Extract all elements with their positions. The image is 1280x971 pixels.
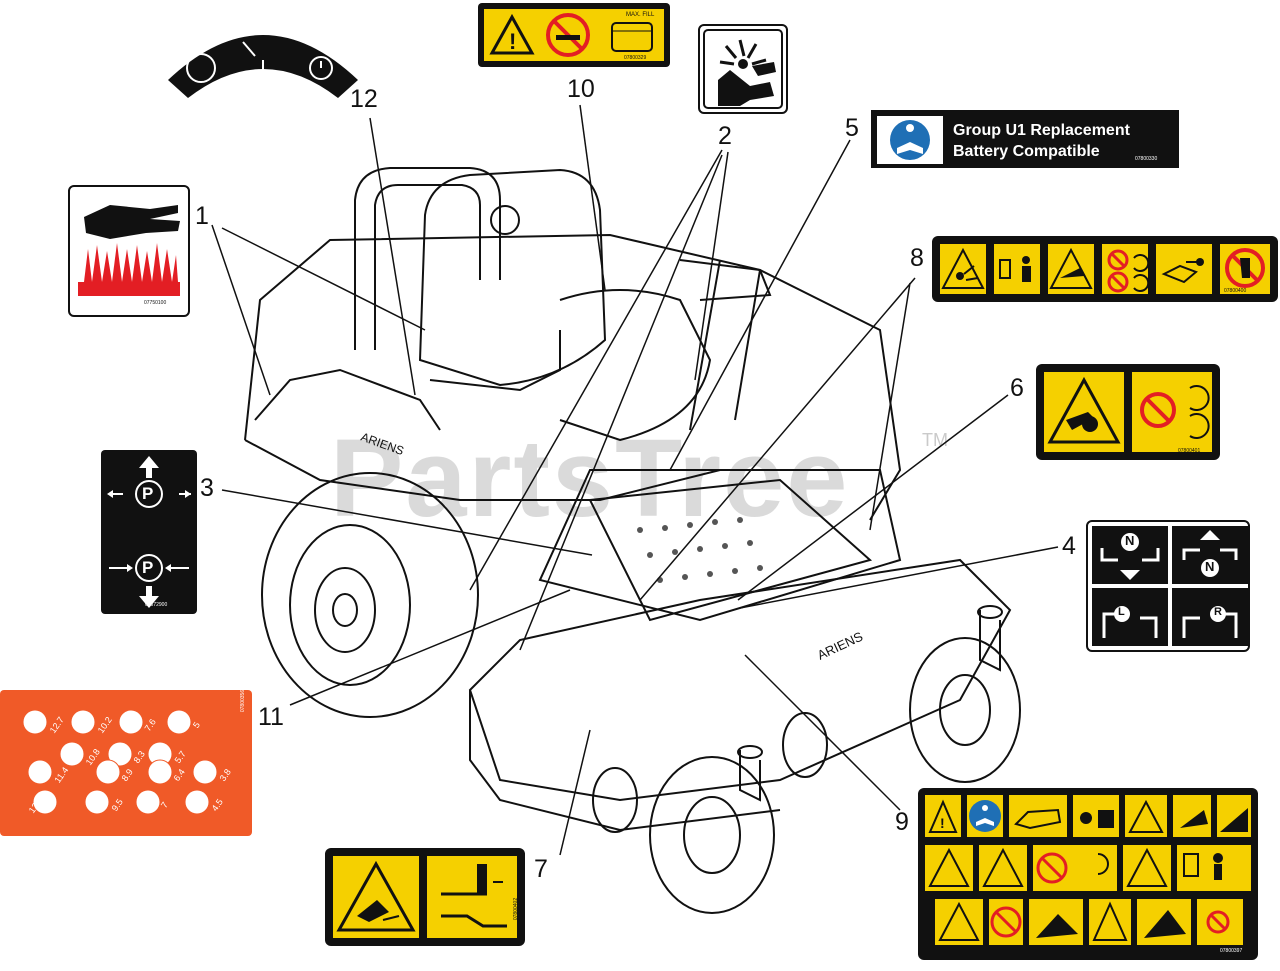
callout-2: 2 xyxy=(718,122,732,150)
parking-brake-engaged-icon xyxy=(135,480,163,508)
tachometer-icon xyxy=(186,53,216,83)
callout-7: 7 xyxy=(534,855,548,883)
hour-meter-icon xyxy=(309,56,333,80)
decal-4-motion-controls: N N L R xyxy=(1086,520,1250,652)
parking-brake-released-icon xyxy=(135,554,163,582)
brand-label-deck: ARIENS xyxy=(815,629,866,663)
callout-10: 10 xyxy=(567,75,595,103)
flames-icon xyxy=(84,243,178,282)
svg-text:!: ! xyxy=(509,29,516,54)
callout-3: 3 xyxy=(200,474,214,502)
decal-11-code: 07800356 xyxy=(240,689,247,713)
warning-triangle-icon xyxy=(489,13,535,55)
mower-deck xyxy=(468,558,1012,802)
decal-6-belt-entanglement: 07800401 xyxy=(1036,364,1220,460)
watermark: PartsTree xyxy=(330,417,850,540)
neutral-forward-panel: N xyxy=(1172,526,1248,584)
foot-platform xyxy=(588,478,873,622)
no-riding-passengers-icon: 07800400 xyxy=(1218,242,1272,296)
thrown-objects-icon xyxy=(938,242,988,296)
callout-1: 1 xyxy=(195,202,209,230)
callout-8: 8 xyxy=(910,244,924,272)
decal-7-code: 07800402 xyxy=(513,897,520,921)
decal-3-p-label-top: P xyxy=(142,484,154,503)
decal-9-safety-warnings: ! 07800397 xyxy=(918,788,1258,960)
decal-3-parking-brake: P P 07572900 xyxy=(101,450,197,614)
remove-key-icon xyxy=(1154,242,1214,296)
hand-icon xyxy=(84,205,180,239)
front-left-caster xyxy=(649,756,775,914)
brand-label-rear: ARIENS xyxy=(359,430,406,458)
callout-12: 12 xyxy=(350,85,378,113)
fuel-tank-icon xyxy=(611,22,653,52)
decal-5-battery: Group U1 Replacement Battery Compatible … xyxy=(871,110,1179,168)
callout-5: 5 xyxy=(845,114,859,142)
decal-6-code: 07800401 xyxy=(1178,448,1201,454)
decal-12-gauge xyxy=(163,20,363,102)
decal-5-line-2: Battery Compatible xyxy=(953,143,1100,160)
svg-text:!: ! xyxy=(940,815,945,831)
decal-11-cut-height: 12.7 10.2 7.6 5 10.8 8.3 5.7 11.4 8.9 6.… xyxy=(0,690,252,836)
decal-7-deck-warning: 07800402 xyxy=(325,848,525,946)
decal-10-fuel-warning: ! MAX. FILL 07800329 xyxy=(478,3,670,67)
decal-4-n-label-1: N xyxy=(1125,533,1135,548)
entanglement-icon xyxy=(1042,370,1126,454)
blade-hazard-icon xyxy=(331,854,421,940)
decal-1-hot-surface: 07750100 xyxy=(68,185,190,317)
decal-4-n-label-2: N xyxy=(1205,559,1215,574)
no-hands-rotating-parts-icon: 07800401 xyxy=(1130,370,1214,454)
rear-left-wheel xyxy=(261,472,479,718)
callout-6: 6 xyxy=(1010,374,1024,402)
deck-position-icon: 07800402 xyxy=(425,854,519,940)
seat xyxy=(418,168,607,387)
decal-8-code: 07800400 xyxy=(1224,288,1247,294)
max-fill-label: MAX. FILL xyxy=(626,12,655,18)
decal-4-l-label: L xyxy=(1118,606,1125,618)
callout-9: 9 xyxy=(895,808,909,836)
decal-5-icon-frame xyxy=(877,116,943,164)
decal-4-r-label: R xyxy=(1214,606,1222,618)
hand-icon xyxy=(718,70,774,106)
callout-4: 4 xyxy=(1062,532,1076,560)
decal-1-code: 07750100 xyxy=(144,300,167,306)
decal-3-code: 07572900 xyxy=(145,602,168,608)
no-smoking-icon xyxy=(546,13,590,57)
turn-left-panel: L xyxy=(1092,588,1168,646)
neutral-reverse-panel: N xyxy=(1092,526,1168,584)
decal-5-line-1: Group U1 Replacement xyxy=(953,122,1130,139)
decal-5-code: 07800330 xyxy=(1135,156,1158,162)
keep-bystanders-away-icon xyxy=(992,242,1042,296)
callout-11: 11 xyxy=(258,703,284,731)
decal-5-text: Group U1 Replacement Battery Compatible xyxy=(953,120,1130,162)
front-right-caster xyxy=(909,637,1021,783)
decal-2-pinch-hazard xyxy=(698,24,788,114)
decal-8-operation-warnings: 07800400 xyxy=(932,236,1278,302)
rollover-icon xyxy=(1046,242,1096,296)
decal-3-p-label-bottom: P xyxy=(142,558,154,577)
turn-right-panel: R xyxy=(1172,588,1248,646)
decal-10-code: 07800329 xyxy=(624,55,647,61)
decal-9-code: 07800397 xyxy=(1220,948,1243,954)
no-hands-icon xyxy=(1100,242,1150,296)
